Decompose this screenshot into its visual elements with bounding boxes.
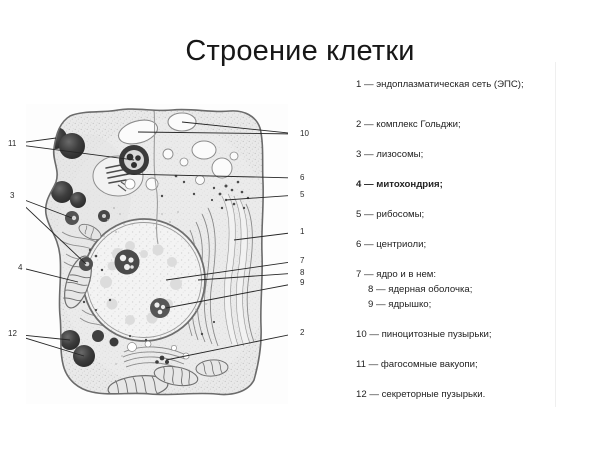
legend-item-12: 12 — секреторные пузырьки.	[356, 389, 486, 400]
nuclear-dense-body	[150, 298, 170, 318]
page-title: Строение клетки	[185, 35, 415, 67]
cell-diagram: 11 3 4 12 10 6 5 1 7 8 9 2	[8, 104, 309, 404]
golgi-dense-granules	[155, 355, 169, 364]
callout-11: 11	[8, 139, 17, 148]
callout-4: 4	[18, 263, 23, 272]
callout-5: 5	[300, 190, 305, 199]
callout-7: 7	[300, 256, 305, 265]
leader-lines	[26, 121, 288, 361]
ribosomes	[82, 174, 250, 342]
plasma-membrane	[44, 108, 264, 396]
callout-12: 12	[8, 329, 17, 338]
er-lumen	[222, 194, 250, 346]
legend-item-1: 1 — эндоплазматическая сеть (ЭПС);	[356, 79, 524, 90]
cytoplasmic-granules	[103, 207, 207, 365]
legend-item-10: 10 — пиноцитозные пузырьки;	[356, 329, 492, 340]
legend-item-3: 3 — лизосомы;	[356, 149, 424, 160]
callout-8: 8	[300, 268, 305, 277]
nucleus	[82, 218, 206, 342]
legend-item-11: 11 — фагосомные вакуопи;	[356, 359, 478, 370]
legend-item-5: 5 — рибосомы;	[356, 209, 425, 220]
nucleolus	[114, 249, 140, 275]
legend-item-7: 7 — ядро и в нем:	[356, 269, 437, 280]
legend-panel-edge	[555, 62, 556, 407]
legend-item-8: 8 — ядерная оболочка;	[368, 284, 473, 295]
cytoplasm	[45, 109, 264, 395]
callout-2: 2	[300, 328, 305, 337]
cell-diagram-svg	[26, 108, 288, 396]
callout-3: 3	[10, 191, 15, 200]
legend-item-9: 9 — ядрышко;	[368, 299, 432, 310]
legend-item-4: 4 — митохондрия;	[356, 179, 443, 190]
callout-1: 1	[300, 227, 305, 236]
callout-9: 9	[300, 278, 305, 287]
callout-10: 10	[300, 129, 309, 138]
legend-item-6: 6 — центриоли;	[356, 239, 427, 250]
legend-item-2: 2 — комплекс Гольджи;	[356, 119, 461, 130]
legend-list: 1 — эндоплазматическая сеть (ЭПС); 2 — к…	[356, 72, 556, 402]
interior-membrane	[153, 109, 159, 245]
callout-6: 6	[300, 173, 305, 182]
